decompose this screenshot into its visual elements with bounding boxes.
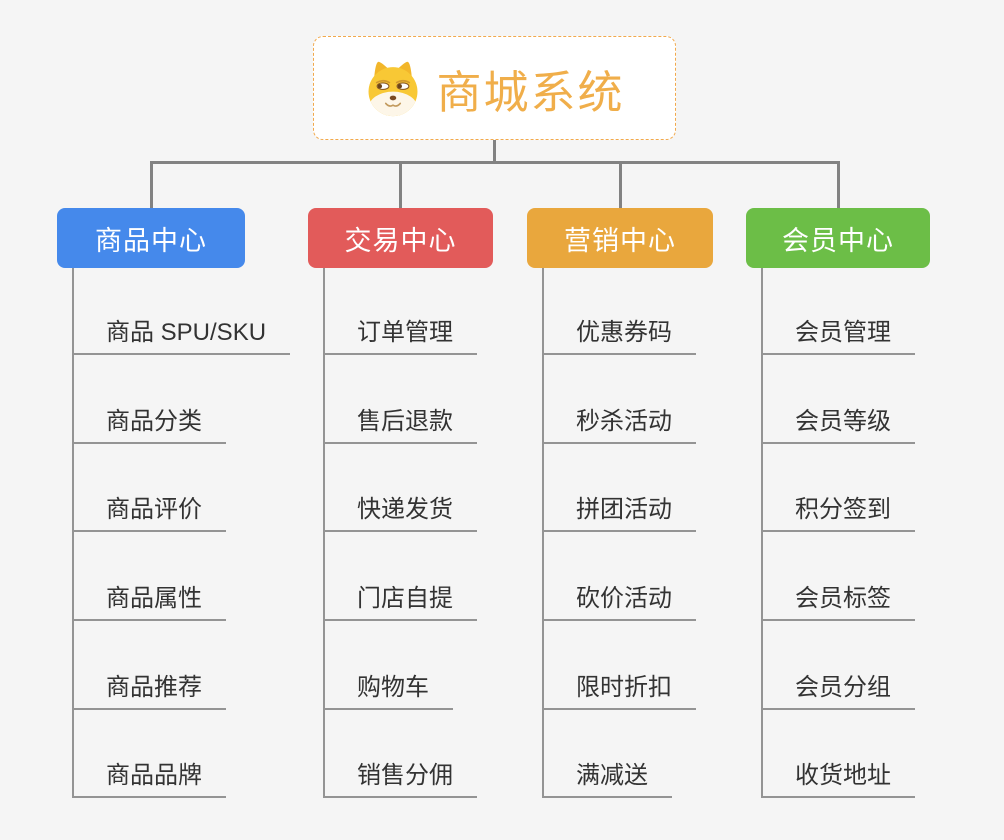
branch-trunk-line-0 [72,268,74,798]
leaf-topic-0-2[interactable]: 商品评价 [72,498,226,532]
leaf-topic-2-1[interactable]: 秒杀活动 [542,410,696,444]
root-topic-title: 商城系统 [436,66,625,118]
leaf-topic-2-4[interactable]: 限时折扣 [542,676,696,710]
leaf-topic-3-4[interactable]: 会员分组 [761,676,915,710]
branch-trunk-line-1 [323,268,325,798]
shiba-dog-icon [364,59,422,117]
connector-root-stub [493,140,496,161]
branch-topic-label: 营销中心 [564,225,676,256]
connector-branch-stub-3 [836,164,840,208]
leaf-topic-2-2[interactable]: 拼团活动 [542,498,696,532]
leaf-topic-3-2[interactable]: 积分签到 [761,498,915,532]
branch-topic-0[interactable]: 商品中心 [57,208,245,268]
leaf-topic-3-3[interactable]: 会员标签 [761,587,915,621]
root-topic[interactable]: 商城系统 [313,36,676,140]
leaf-topic-2-0[interactable]: 优惠券码 [542,321,696,355]
leaf-topic-0-3[interactable]: 商品属性 [72,587,226,621]
connector-branch-stub-0 [149,164,153,208]
branch-topic-label: 交易中心 [344,225,457,256]
branch-trunk-line-3 [761,268,763,798]
leaf-topic-1-4[interactable]: 购物车 [323,676,453,710]
leaf-topic-1-0[interactable]: 订单管理 [323,321,477,355]
leaf-topic-3-0[interactable]: 会员管理 [761,321,915,355]
leaf-topic-0-4[interactable]: 商品推荐 [72,676,226,710]
branch-topic-label: 商品中心 [95,225,207,256]
leaf-topic-3-1[interactable]: 会员等级 [761,410,915,444]
leaf-topic-2-5[interactable]: 满减送 [542,764,672,798]
branch-topic-3[interactable]: 会员中心 [746,208,930,268]
branch-topic-2[interactable]: 营销中心 [527,208,713,268]
branch-topic-label: 会员中心 [782,225,894,256]
leaf-topic-1-2[interactable]: 快递发货 [323,498,477,532]
leaf-topic-1-5[interactable]: 销售分佣 [323,764,477,798]
branch-topic-1[interactable]: 交易中心 [308,208,493,268]
leaf-topic-1-1[interactable]: 售后退款 [323,410,477,444]
leaf-topic-0-1[interactable]: 商品分类 [72,410,226,444]
branch-trunk-line-2 [542,268,544,798]
connector-branch-stub-1 [399,164,402,208]
connector-horizontal [149,161,840,164]
leaf-topic-0-0[interactable]: 商品 SPU/SKU [72,321,291,355]
leaf-topic-2-3[interactable]: 砍价活动 [542,587,696,621]
leaf-topic-3-5[interactable]: 收货地址 [761,764,915,798]
leaf-topic-1-3[interactable]: 门店自提 [323,587,477,621]
connector-branch-stub-2 [618,164,622,208]
leaf-topic-0-5[interactable]: 商品品牌 [72,764,226,798]
